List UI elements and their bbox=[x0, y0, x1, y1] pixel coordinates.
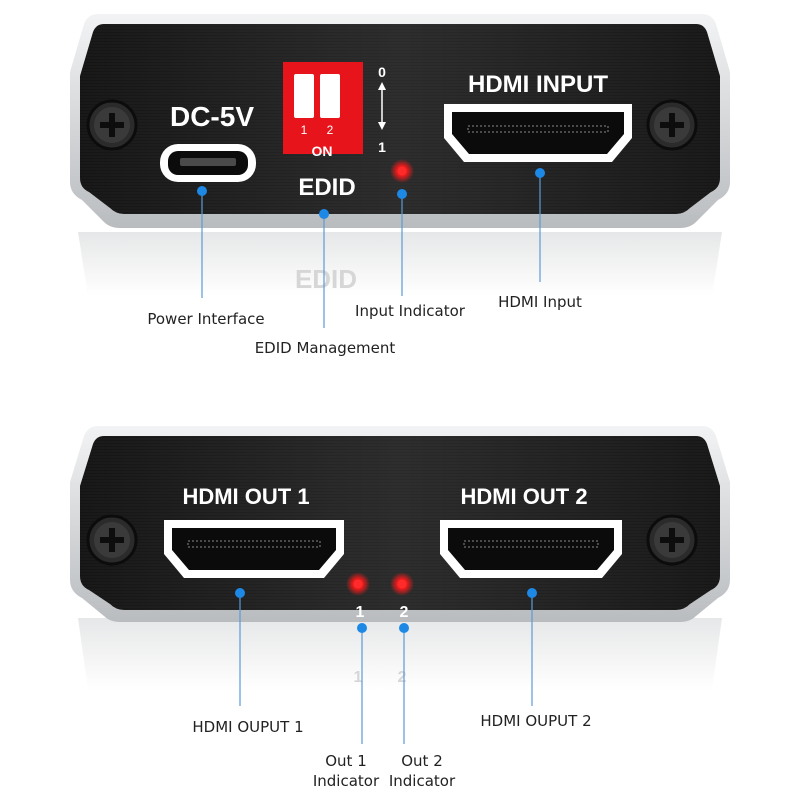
micro-usb-port-icon bbox=[160, 144, 256, 182]
dip-position-1-label: 1 bbox=[378, 139, 386, 155]
hdmi-input-port-icon bbox=[444, 104, 632, 162]
dip-switch-2-label: 2 bbox=[327, 123, 334, 137]
input-led bbox=[390, 159, 414, 183]
callout-dot bbox=[399, 623, 409, 633]
led-2-number: 2 bbox=[400, 604, 409, 621]
callout-dot bbox=[397, 189, 407, 199]
edid-reflection-text: EDID bbox=[295, 264, 357, 294]
dip-on-label: ON bbox=[312, 143, 333, 159]
out-2-indicator-callout-line1: Out 2 bbox=[401, 752, 443, 770]
hdmi-output-2-callout: HDMI OUPUT 2 bbox=[480, 712, 591, 730]
screw-icon bbox=[86, 514, 138, 566]
callout-dot bbox=[197, 186, 207, 196]
callout-dot bbox=[535, 168, 545, 178]
out-2-indicator-callout-line2: Indicator bbox=[389, 772, 456, 790]
hdmi-input-label: HDMI INPUT bbox=[468, 71, 608, 98]
callout-dot bbox=[357, 623, 367, 633]
hdmi-out-1-port-icon bbox=[164, 520, 344, 578]
out-1-indicator-callout-line2: Indicator bbox=[313, 772, 380, 790]
edid-label: EDID bbox=[298, 174, 355, 201]
hdmi-out-2-label: HDMI OUT 2 bbox=[460, 484, 587, 509]
screw-icon bbox=[646, 99, 698, 151]
screw-icon bbox=[86, 99, 138, 151]
updown-arrow-icon bbox=[378, 82, 386, 130]
callout-dot bbox=[235, 588, 245, 598]
edid-management-callout: EDID Management bbox=[255, 339, 396, 357]
bottom-callouts: HDMI OUPUT 1 HDMI OUPUT 2 Out 1 Indicato… bbox=[192, 588, 592, 790]
dc-5v-label: DC-5V bbox=[170, 101, 254, 132]
hdmi-out-1-label: HDMI OUT 1 bbox=[182, 484, 309, 509]
input-indicator-callout: Input Indicator bbox=[355, 302, 466, 320]
dip-switch-1-label: 1 bbox=[301, 123, 308, 137]
screw-icon bbox=[646, 514, 698, 566]
callout-dot bbox=[319, 209, 329, 219]
hdmi-output-1-callout: HDMI OUPUT 1 bbox=[192, 718, 303, 736]
top-device: EDID DC-5V bbox=[70, 14, 730, 296]
bottom-device: 1 2 HDMI OUT 1 HDMI OUT 2 bbox=[70, 426, 730, 690]
out-1-indicator-callout-line1: Out 1 bbox=[325, 752, 367, 770]
power-interface-callout: Power Interface bbox=[147, 310, 264, 328]
led1-reflection-text: 1 bbox=[354, 669, 363, 686]
hdmi-input-callout: HDMI Input bbox=[498, 293, 582, 311]
led2-reflection-text: 2 bbox=[398, 669, 407, 686]
out-2-led bbox=[390, 572, 414, 596]
led-1-number: 1 bbox=[356, 604, 365, 621]
dip-switch: 1 2 ON bbox=[283, 62, 363, 159]
bottom-device-reflection bbox=[78, 618, 722, 690]
top-device-reflection bbox=[78, 232, 722, 296]
out-1-led bbox=[346, 572, 370, 596]
top-callouts: Power Interface EDID Management Input In… bbox=[147, 168, 582, 357]
hdmi-out-2-port-icon bbox=[440, 520, 622, 578]
dip-position-0-label: 0 bbox=[378, 64, 386, 80]
callout-dot bbox=[527, 588, 537, 598]
